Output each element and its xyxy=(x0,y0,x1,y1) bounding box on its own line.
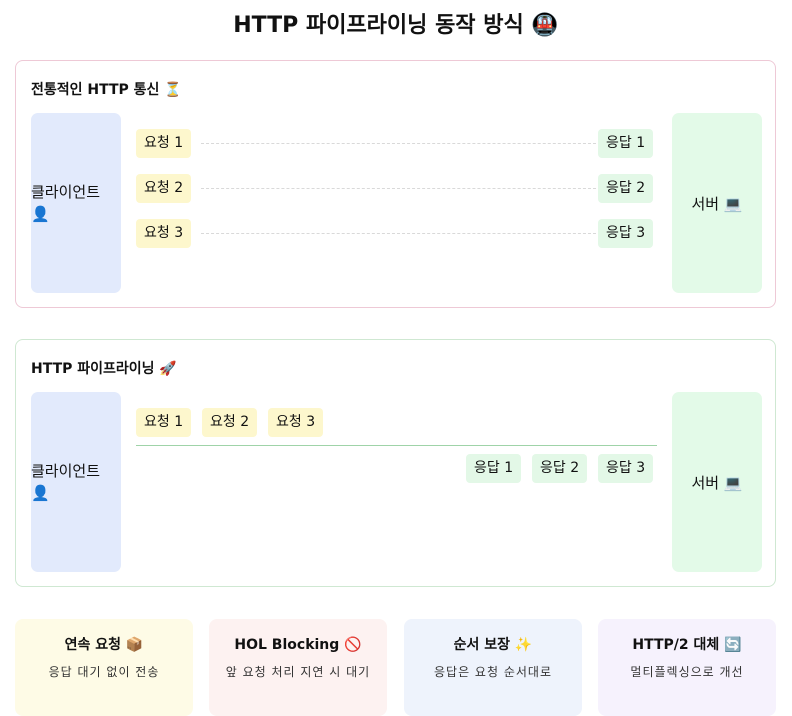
feature-card: HTTP/2 대체 🔄 멀티플렉싱으로 개선 xyxy=(598,619,776,716)
server-node: 서버 💻 xyxy=(672,113,762,293)
response-chip: 응답 2 xyxy=(598,174,654,203)
response-chip: 응답 1 xyxy=(598,129,654,158)
request-chip: 요청 3 xyxy=(268,408,324,437)
response-chip: 응답 3 xyxy=(598,454,654,483)
client-label: 클라이언트 xyxy=(31,183,101,201)
user-icon: 👤 xyxy=(31,484,50,502)
feature-card: HOL Blocking 🚫 앞 요청 처리 지연 시 대기 xyxy=(209,619,387,716)
card-description: 멀티플렉싱으로 개선 xyxy=(630,665,744,679)
request-chip: 요청 3 xyxy=(136,219,192,248)
page-title: HTTP 파이프라이닝 동작 방식 🚇 xyxy=(233,13,559,38)
client-node: 클라이언트 👤 xyxy=(31,392,121,572)
dashed-connector xyxy=(201,233,596,234)
pipelining-panel: HTTP 파이프라이닝 🚀 클라이언트 👤 서버 💻 요청 1 요청 2 요청 … xyxy=(15,339,776,587)
card-title: HTTP/2 대체 🔄 xyxy=(632,637,742,653)
request-chip: 요청 1 xyxy=(136,408,192,437)
server-label: 서버 💻 xyxy=(691,194,743,213)
pipelining-title: HTTP 파이프라이닝 🚀 xyxy=(31,361,177,377)
traditional-title: 전통적인 HTTP 통신 ⏳ xyxy=(31,82,182,98)
response-chip: 응답 1 xyxy=(466,454,522,483)
feature-card: 순서 보장 ✨ 응답은 요청 순서대로 xyxy=(404,619,582,716)
card-description: 앞 요청 처리 지연 시 대기 xyxy=(225,665,371,679)
response-chip: 응답 2 xyxy=(532,454,588,483)
response-chip: 응답 3 xyxy=(598,219,654,248)
server-label: 서버 💻 xyxy=(691,473,743,492)
request-chip: 요청 2 xyxy=(136,174,192,203)
connection-line xyxy=(136,445,657,446)
request-chip: 요청 1 xyxy=(136,129,192,158)
client-label: 클라이언트 xyxy=(31,462,101,480)
card-description: 응답 대기 없이 전송 xyxy=(48,665,160,679)
card-description: 응답은 요청 순서대로 xyxy=(434,665,552,679)
card-title: 순서 보장 ✨ xyxy=(453,637,533,653)
client-node: 클라이언트 👤 xyxy=(31,113,121,293)
card-title: 연속 요청 📦 xyxy=(64,637,144,653)
feature-card: 연속 요청 📦 응답 대기 없이 전송 xyxy=(15,619,193,716)
request-chip: 요청 2 xyxy=(202,408,258,437)
dashed-connector xyxy=(201,143,596,144)
server-node: 서버 💻 xyxy=(672,392,762,572)
user-icon: 👤 xyxy=(31,205,50,223)
dashed-connector xyxy=(201,188,596,189)
traditional-panel: 전통적인 HTTP 통신 ⏳ 클라이언트 👤 서버 💻 요청 1 응답 1 요청… xyxy=(15,60,776,308)
card-title: HOL Blocking 🚫 xyxy=(234,637,362,653)
